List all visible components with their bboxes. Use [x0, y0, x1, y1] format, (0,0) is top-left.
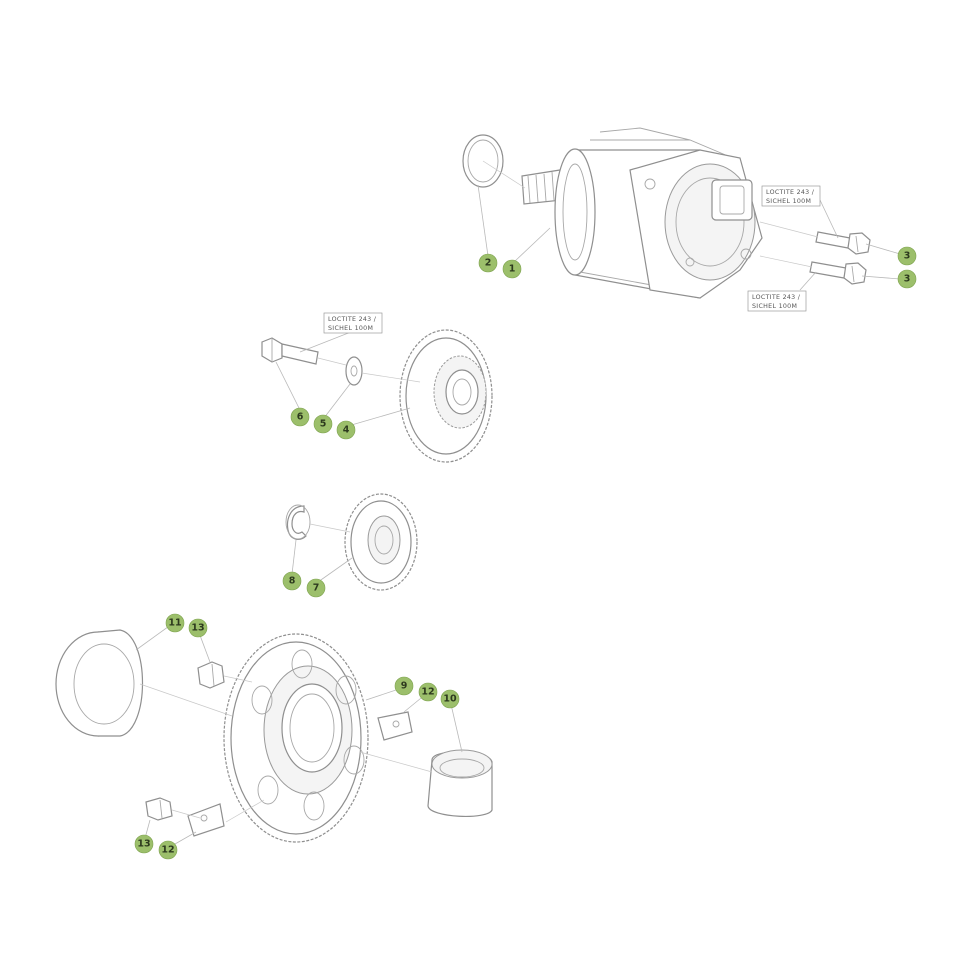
svg-text:8: 8	[289, 576, 296, 587]
bearing-ring-part-11	[55, 629, 143, 737]
note-2-line2: SICHEL 100M	[752, 303, 797, 310]
callout-5: 5	[313, 414, 333, 434]
callout-13-lower: 13	[134, 834, 154, 854]
bolt-part-6	[261, 337, 319, 365]
screw-part-13-lower	[145, 797, 173, 821]
svg-text:1: 1	[509, 264, 516, 275]
svg-text:4: 4	[343, 425, 350, 436]
svg-text:11: 11	[168, 618, 181, 629]
callout-6: 6	[290, 407, 310, 427]
callout-10: 10	[440, 689, 460, 709]
loctite-note-1: LOCTITE 243 / SICHEL 100M	[761, 185, 821, 207]
svg-text:13: 13	[137, 839, 150, 850]
svg-text:3: 3	[904, 274, 911, 285]
note-3-line1: LOCTITE 243 /	[328, 316, 377, 323]
circlip-part-8	[285, 504, 311, 540]
callout-12-upper: 12	[418, 682, 438, 702]
note-1-line1: LOCTITE 243 /	[766, 189, 815, 196]
plate-part-12-lower	[187, 803, 225, 837]
bolt-part-3-lower	[809, 261, 867, 285]
callout-2: 2	[478, 253, 498, 273]
svg-text:9: 9	[401, 681, 408, 692]
callout-1: 1	[502, 259, 522, 279]
note-2-line1: LOCTITE 243 /	[752, 294, 801, 301]
plate-part-9	[377, 711, 413, 741]
large-gear-assembly	[223, 633, 369, 843]
svg-text:3: 3	[904, 251, 911, 262]
svg-text:6: 6	[297, 412, 304, 423]
callout-13-upper: 13	[188, 618, 208, 638]
starter-motor-part-1	[521, 127, 763, 299]
sleeve-part-10	[427, 749, 493, 817]
note-1-line2: SICHEL 100M	[766, 198, 811, 205]
svg-text:7: 7	[313, 583, 320, 594]
gear-part-4	[399, 329, 493, 463]
callout-3-upper: 3	[897, 246, 917, 266]
callout-4: 4	[336, 420, 356, 440]
svg-text:10: 10	[443, 694, 457, 705]
callout-9: 9	[394, 676, 414, 696]
washer-part-5	[345, 356, 363, 386]
callout-7: 7	[306, 578, 326, 598]
gear-part-7	[344, 493, 418, 591]
callout-3-lower: 3	[897, 269, 917, 289]
note-3-line2: SICHEL 100M	[328, 325, 373, 332]
svg-text:13: 13	[191, 623, 204, 634]
bolt-part-3-upper	[815, 231, 871, 255]
svg-text:5: 5	[320, 419, 327, 430]
screw-part-13-upper	[197, 661, 225, 689]
loctite-note-2: LOCTITE 243 / SICHEL 100M	[747, 290, 807, 312]
loctite-note-3: LOCTITE 243 / SICHEL 100M	[323, 312, 383, 334]
callout-12-lower: 12	[158, 840, 178, 860]
svg-text:12: 12	[421, 687, 434, 698]
svg-text:2: 2	[485, 258, 492, 269]
callout-8: 8	[282, 571, 302, 591]
svg-text:12: 12	[161, 845, 174, 856]
callout-11: 11	[165, 613, 185, 633]
